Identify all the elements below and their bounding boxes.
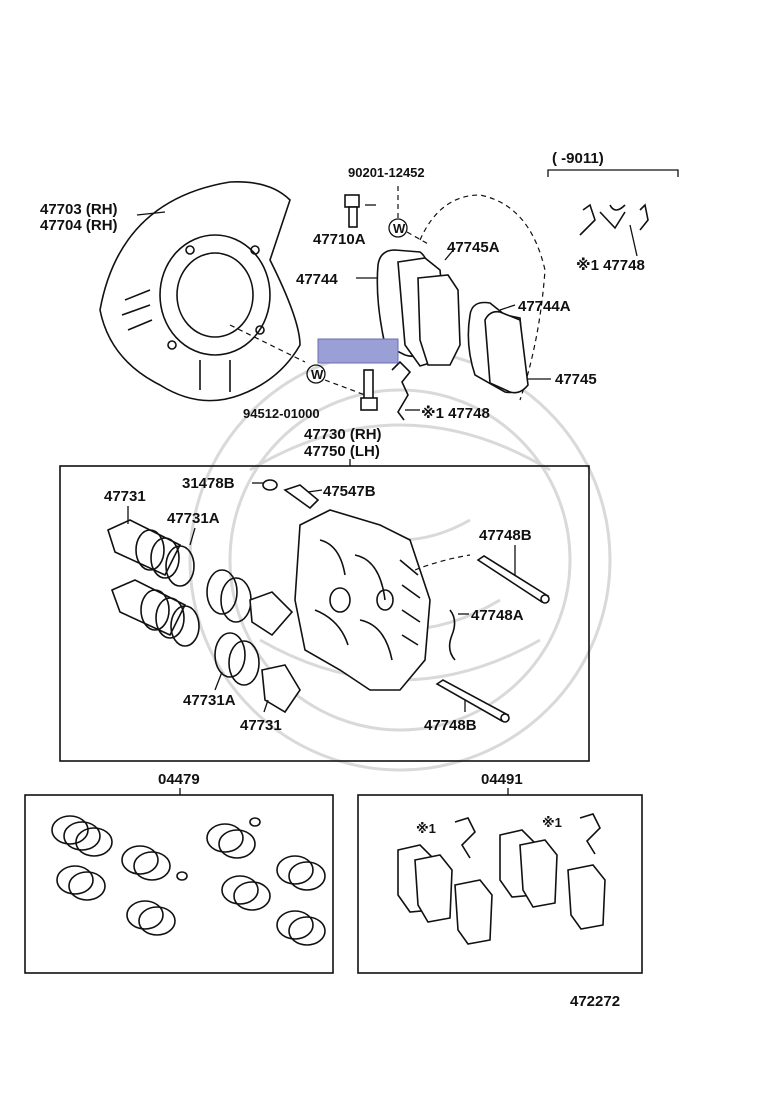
washer-mark-icon: [388, 218, 408, 238]
part-number-47748b-bottom: 47748B: [424, 717, 477, 734]
part-number-47744a: 47744A: [518, 298, 571, 315]
part-number-47748a: 47748A: [471, 607, 524, 624]
highlight-box: [317, 338, 399, 364]
kit-note-1: ※1: [416, 821, 436, 836]
part-number-94512: 94512-01000: [243, 406, 320, 421]
part-number-31478b: 31478B: [182, 475, 235, 492]
part-number-47748-top: ※1 47748: [576, 256, 645, 274]
part-number-47710a: 47710A: [313, 231, 366, 248]
pad-kit-part: [397, 813, 606, 945]
part-number-47704: 47704 (RH): [40, 217, 118, 234]
pad-kit-box: [357, 794, 643, 974]
part-number-47748b-top: 47748B: [479, 527, 532, 544]
part-number-47731a-bottom: 47731A: [183, 692, 236, 709]
kit-number-04491: 04491: [481, 771, 523, 788]
part-number-90201: 90201-12452: [348, 165, 425, 180]
caliper-body-part: [294, 509, 431, 691]
seal-kit-box: [24, 794, 334, 974]
part-number-47748-mid: ※1 47748: [421, 404, 490, 422]
caliper-assembly-box: [59, 465, 590, 762]
pad-clip-top-part: [579, 203, 649, 236]
part-number-47730: 47730 (RH): [304, 426, 382, 443]
kit-number-04479: 04479: [158, 771, 200, 788]
bleeder-cap-part: [262, 479, 278, 491]
part-number-47731-bottom: 47731: [240, 717, 282, 734]
guide-pins-part: [435, 555, 550, 723]
bolt-47710a-part: [344, 194, 360, 228]
washer-mark-2: W: [311, 367, 324, 382]
seal-kit-part: [51, 815, 326, 946]
bleeder-screw-part: [283, 484, 320, 510]
washer-mark-icon: [306, 364, 326, 384]
pistons-seals-part: [107, 519, 301, 714]
bolt-94512-part: [360, 369, 378, 411]
part-number-47745a: 47745A: [447, 239, 500, 256]
part-number-47744: 47744: [296, 271, 338, 288]
pad-clip-mid-part: [391, 360, 412, 421]
washer-mark-1: W: [393, 221, 406, 236]
kit-note-2: ※1: [542, 815, 562, 830]
part-number-47750: 47750 (LH): [304, 443, 380, 460]
pad-shim-part: [467, 301, 529, 394]
part-number-47731-top: 47731: [104, 488, 146, 505]
date-range-label: ( -9011): [552, 150, 604, 167]
dust-shield-part: [99, 181, 301, 402]
part-number-47703: 47703 (RH): [40, 201, 118, 218]
catalog-number: 472272: [570, 993, 620, 1010]
part-number-47745: 47745: [555, 371, 597, 388]
brake-pad-inner-part: [376, 249, 461, 367]
part-number-47547b: 47547B: [323, 483, 376, 500]
part-number-47731a-top: 47731A: [167, 510, 220, 527]
